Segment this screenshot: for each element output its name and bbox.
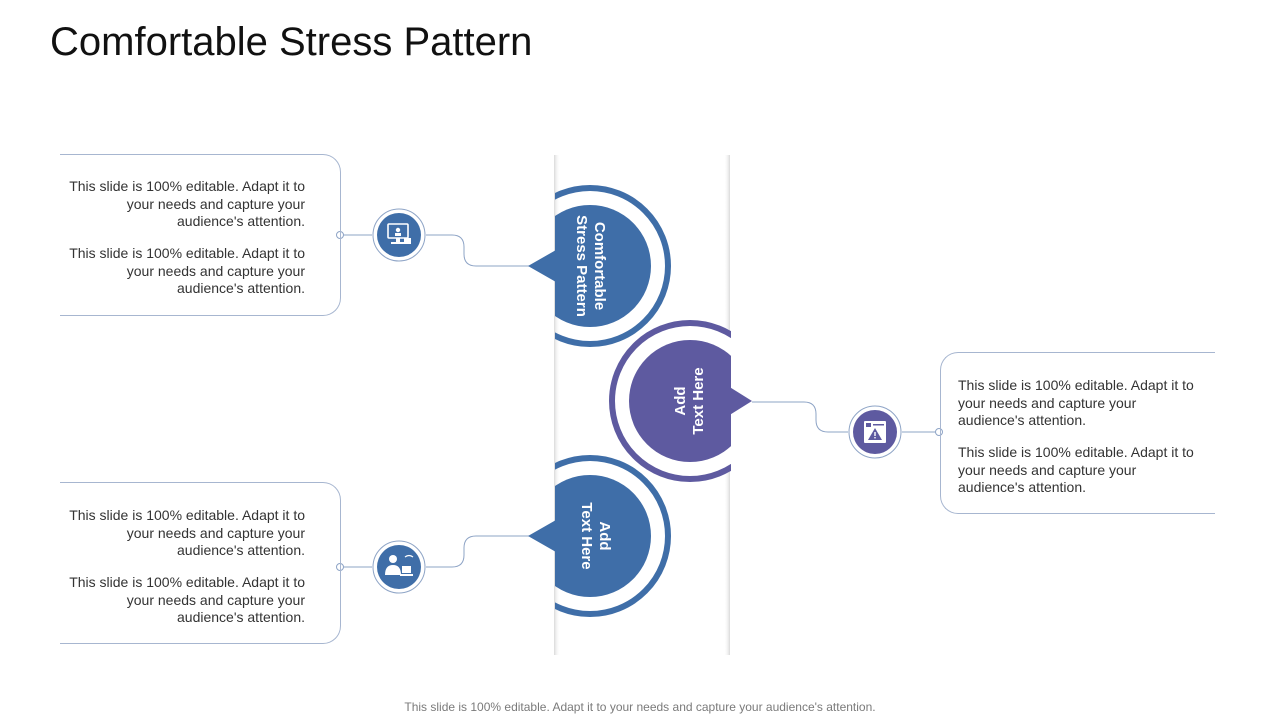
stage-1-label: Comfortable Stress Pattern <box>570 206 610 326</box>
stage-3-circle <box>555 455 671 617</box>
text-line: audience's attention. <box>958 479 1086 495</box>
stage-3-pointer <box>528 520 556 552</box>
text-line: This slide is 100% editable. Adapt it to <box>69 245 305 261</box>
text-box-top-left-para-2: This slide is 100% editable. Adapt it to… <box>40 245 305 298</box>
stage-3-label: Add Text Here <box>575 476 615 596</box>
text-line: audience's attention. <box>958 412 1086 428</box>
connector-lines <box>340 234 940 568</box>
text-line: This slide is 100% editable. Adapt it to <box>69 507 305 523</box>
stage-3-label-line: Text Here <box>578 502 595 570</box>
text-line: your needs and capture your <box>126 195 305 212</box>
text-box-top-left-para-1: This slide is 100% editable. Adapt it to… <box>40 178 305 231</box>
connector-line <box>426 535 530 568</box>
stage-1-pointer <box>528 250 556 282</box>
text-box-right-para-1: This slide is 100% editable. Adapt it to… <box>958 377 1228 430</box>
text-line: This slide is 100% editable. Adapt it to <box>69 574 305 590</box>
text-line: audience's attention. <box>177 542 305 558</box>
connector-line <box>426 234 530 267</box>
text-box-right <box>940 352 1215 514</box>
text-line: audience's attention. <box>177 609 305 625</box>
stage-1-circle <box>555 185 671 347</box>
text-line: your needs and capture your <box>126 524 305 541</box>
stage-1-label-line: Comfortable <box>591 221 608 311</box>
text-line: your needs and capture your <box>958 461 1137 478</box>
text-box-top-left <box>60 154 341 316</box>
text-line: This slide is 100% editable. Adapt it to <box>958 377 1194 393</box>
text-box-bottom-left-para-1: This slide is 100% editable. Adapt it to… <box>40 507 305 560</box>
stage-2-circle <box>609 320 731 482</box>
text-line: audience's attention. <box>177 213 305 229</box>
stage-1-label-line: Stress Pattern <box>573 215 590 317</box>
text-box-bottom-left-para-2: This slide is 100% editable. Adapt it to… <box>40 574 305 627</box>
text-line: your needs and capture your <box>126 262 305 279</box>
stage-2-pointer <box>728 386 752 416</box>
text-line: audience's attention. <box>177 280 305 296</box>
user-computer-icon <box>372 540 426 594</box>
warning-document-icon <box>848 405 902 459</box>
monitor-presentation-icon <box>372 208 426 262</box>
stage-3-label-line: Add <box>596 521 613 551</box>
stage-2-label-line: Add <box>672 386 689 416</box>
stage-2-label: Add Text Here <box>670 341 710 461</box>
text-box-bottom-left <box>60 482 341 644</box>
stage-2-label-line: Text Here <box>690 367 707 435</box>
text-line: This slide is 100% editable. Adapt it to <box>69 178 305 194</box>
text-line: This slide is 100% editable. Adapt it to <box>958 444 1194 460</box>
text-line: your needs and capture your <box>958 394 1137 411</box>
text-line: your needs and capture your <box>126 591 305 608</box>
text-box-right-para-2: This slide is 100% editable. Adapt it to… <box>958 444 1228 497</box>
page-title: Comfortable Stress Pattern <box>50 20 533 64</box>
footer-note: This slide is 100% editable. Adapt it to… <box>404 700 876 714</box>
connector-line <box>752 401 848 433</box>
